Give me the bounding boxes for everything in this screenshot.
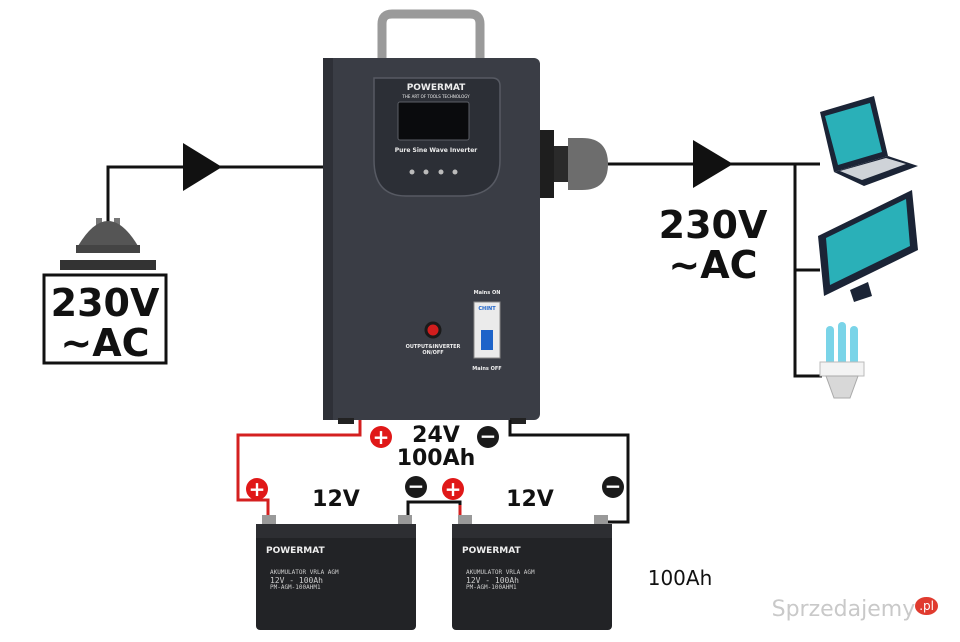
power-switch[interactable] — [424, 321, 442, 339]
battery-2-voltage: 12V — [506, 487, 554, 512]
battery-2-brand: POWERMAT — [462, 546, 521, 556]
input-arrow — [183, 143, 222, 191]
battery-2-line3: PM-AGM-100AHM1 — [466, 584, 517, 592]
battery-1-line3: PM-AGM-100AHM1 — [270, 584, 321, 592]
battery-1-positive-sign: + — [246, 478, 268, 500]
battery-1-line2: 12V - 100Ah — [270, 575, 323, 585]
carry-handle — [377, 9, 485, 67]
lcd-screen — [397, 101, 470, 141]
battery-1-brand: POWERMAT — [266, 546, 325, 556]
inverter-brand: POWERMAT — [406, 83, 466, 93]
laptop-icon — [820, 96, 918, 186]
input-box — [42, 273, 168, 365]
battery-1-voltage: 12V — [312, 487, 360, 512]
battery-2-line2: 12V - 100Ah — [466, 575, 519, 585]
battery-2-positive-sign: + — [442, 478, 464, 500]
switch-label-line2: ON/OFF — [422, 350, 444, 356]
output-arrow — [693, 140, 733, 188]
mains-off-label: Mains OFF — [472, 366, 502, 372]
battery-1 — [256, 515, 416, 630]
bank-voltage-label: 24V — [412, 423, 460, 448]
inverter-tagline: THE ART OF TOOLS TECHNOLOGY — [402, 94, 470, 99]
monitor-icon — [818, 190, 918, 302]
bank-positive-sign: + — [370, 426, 392, 448]
battery-1-negative-sign: − — [405, 476, 427, 498]
battery-capacity-label: 100Ah — [647, 566, 713, 590]
watermark-suffix: .pl — [915, 597, 938, 615]
indicator-leds — [409, 169, 458, 175]
battery-2-line1: AKUMULATOR VRLA AGM — [466, 569, 535, 576]
mains-on-label: Mains ON — [473, 290, 501, 296]
switch-label-line1: OUTPUT&INVERTER — [405, 344, 461, 350]
output-voltage-label: 230V — [658, 203, 768, 247]
input-type-label: ~AC — [60, 320, 150, 365]
inverter-model: Pure Sine Wave Inverter — [394, 147, 478, 154]
input-voltage-label: 230V — [50, 281, 160, 325]
output-type-label: ~AC — [668, 242, 758, 287]
input-plug-icon — [60, 218, 156, 270]
bank-negative-sign: − — [477, 426, 499, 448]
ac-input-wire — [106, 165, 325, 236]
output-socket — [540, 130, 608, 198]
battery-2-negative-sign: − — [602, 476, 624, 498]
watermark-text: Sprzedajemy — [771, 597, 916, 622]
breaker-brand: CHINT — [478, 306, 496, 312]
battery-2 — [452, 515, 612, 630]
bank-capacity-label: 100Ah — [396, 446, 476, 472]
battery-1-line1: AKUMULATOR VRLA AGM — [270, 569, 339, 576]
watermark: Sprzedajemy.pl — [772, 597, 938, 622]
bulb-icon — [819, 322, 865, 399]
